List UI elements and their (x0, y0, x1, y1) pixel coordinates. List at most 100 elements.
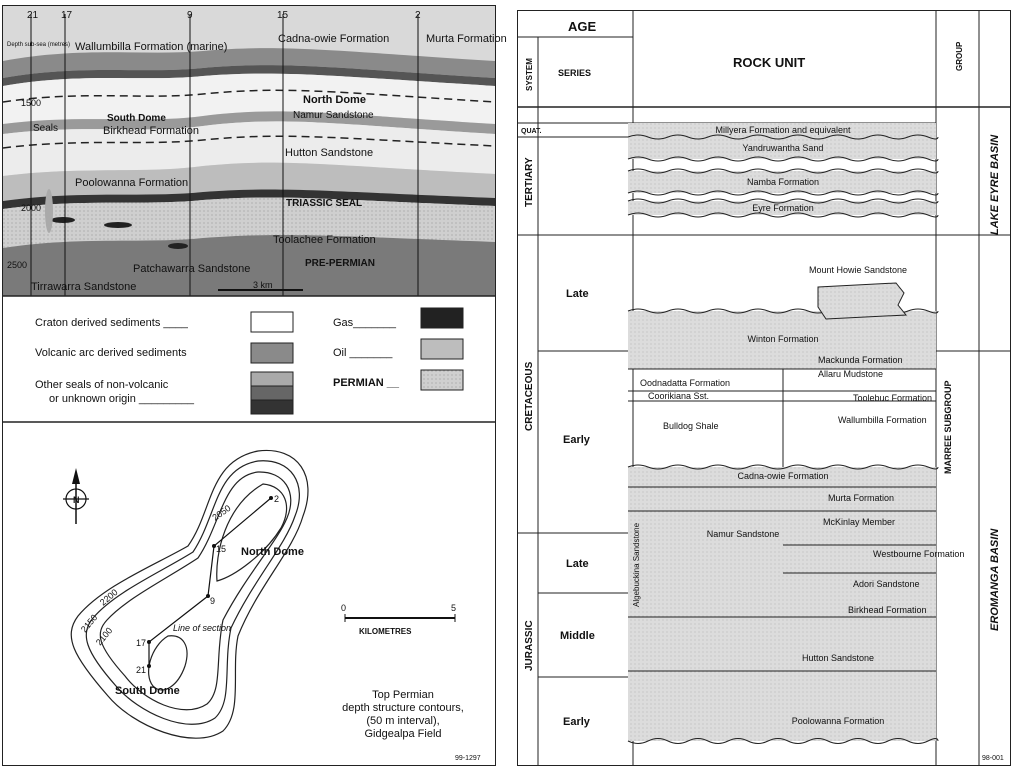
triassic-seal-label: TRIASSIC SEAL (286, 198, 362, 209)
map-caption: (50 m interval), (366, 715, 439, 727)
south-dome-label: South Dome (107, 113, 166, 124)
cross-section: 21 17 9 15 2 Depth sub-sea (metres) 1500… (2, 6, 507, 296)
well-label: 15 (277, 10, 289, 21)
namba-fill (628, 171, 936, 193)
hutton-label: Hutton Sandstone (285, 147, 373, 159)
map-south-dome-label: South Dome (115, 685, 180, 697)
hutton-dash (2, 135, 496, 149)
mount-howie-body (817, 282, 908, 320)
map-well-label: 17 (136, 638, 146, 648)
legend-other-seals-label: Other seals of non-volcanic (35, 379, 169, 391)
eromanga-basin-label: EROMANGA BASIN (989, 528, 1001, 631)
westbourne-label: Westbourne Formation (873, 549, 964, 559)
series-header: SERIES (558, 68, 591, 78)
cretaceous-units: Mount Howie Sandstone Winton Formation M… (627, 265, 953, 535)
namba-label: Namba Formation (747, 177, 819, 187)
millyera-fill (628, 123, 936, 137)
eyre-fill (628, 201, 936, 215)
section-line (148, 497, 272, 666)
unconformity (627, 212, 939, 218)
cadna-owie-band (3, 65, 495, 86)
well-dot (147, 664, 151, 668)
line-of-section-label: Line of section (173, 623, 231, 633)
unconformity (627, 738, 939, 744)
poolowanna-label: Poolowanna Formation (75, 177, 188, 189)
well-dot (206, 594, 210, 598)
yandruwantha-fill (628, 137, 936, 159)
bulldog-label: Bulldog Shale (663, 421, 719, 431)
well-dot (212, 544, 216, 548)
north-dome-label: North Dome (303, 94, 366, 106)
winton-fill (628, 311, 936, 351)
map-well-label: 15 (216, 544, 226, 554)
well-label: 9 (187, 10, 193, 21)
structure-map: N 2 15 9 17 21 North Dome South Dome Lin… (63, 449, 481, 762)
birkhead-label: Birkhead Formation (848, 605, 927, 615)
unconformity (627, 464, 939, 470)
scale-zero: 0 (341, 603, 346, 613)
strat-svg: AGE SYSTEM SERIES ROCK UNIT GROUP QUAT. … (518, 11, 1010, 765)
millyera-label: Millyera Formation and equivalent (715, 125, 851, 135)
gas-lens (51, 217, 75, 223)
gidgealpa-svg: 21 17 9 15 2 Depth sub-sea (metres) 1500… (2, 6, 507, 762)
wallumbilla-label: Wallumbilla Formation (838, 415, 927, 425)
unconformity (627, 156, 939, 162)
contour-line (148, 635, 188, 691)
gas-lens (104, 222, 132, 228)
seals-label: Seals (33, 123, 58, 134)
legend-permian-swatch (420, 369, 464, 391)
series-early: Early (563, 716, 591, 728)
gidgealpa-figure: 21 17 9 15 2 Depth sub-sea (metres) 1500… (2, 5, 507, 766)
contour-line (85, 460, 300, 725)
map-well-label: 21 (136, 665, 146, 675)
triassic-seal-band (3, 189, 495, 209)
well-label: 17 (61, 10, 73, 21)
cadna-murta-fill (628, 467, 936, 535)
series-middle: Middle (560, 630, 595, 642)
wallumbilla-band (3, 48, 495, 78)
cadna-owie-label: Cadna-owie Formation (737, 471, 828, 481)
contour-label: 2200 (98, 587, 120, 608)
namur-band (3, 73, 495, 124)
system-cretaceous: CRETACEOUS (524, 361, 535, 431)
map-well-label: 9 (210, 596, 215, 606)
depth-tick: 2000 (21, 203, 41, 213)
legend-craton-swatch (250, 311, 294, 333)
contour-line (216, 483, 288, 582)
legend-volcanic-swatch (250, 342, 294, 364)
unconformity (627, 190, 939, 196)
hutton-label: Hutton Sandstone (802, 653, 874, 663)
map-well-label: 2 (274, 494, 279, 504)
murta-label: Murta Formation (426, 33, 507, 45)
legend-oil-label: Oil _______ (333, 347, 393, 359)
cadna-owie-label: Cadna-owie Formation (278, 33, 389, 45)
gas-lens (168, 243, 188, 249)
contour-line (70, 449, 309, 739)
birkhead-label: Birkhead Formation (103, 125, 199, 137)
pre-permian-label: PRE-PERMIAN (305, 258, 375, 269)
section-scale-label: 3 km (253, 280, 273, 290)
series-late: Late (566, 288, 589, 300)
toolebuc-label: Toolebuc Formation (853, 393, 932, 403)
legend-permian-label: PERMIAN __ (333, 377, 400, 389)
depth-tick: 1500 (21, 98, 41, 108)
allaru-label: Allaru Mudstone (818, 369, 883, 379)
birkhead-band (3, 111, 495, 134)
mackunda-fill (628, 351, 936, 369)
north-arrow-letter: N (73, 495, 80, 505)
figure-id: 99-1297 (455, 755, 481, 762)
legend-gas-label: Gas_______ (333, 317, 397, 329)
oodnadatta-label: Oodnadatta Formation (640, 378, 730, 388)
tirrawarra-label: Tirrawarra Sandstone (31, 281, 136, 293)
coorikiana-label: Coorikiana Sst. (648, 391, 709, 401)
system-quat: QUAT. (521, 128, 542, 135)
hutton-band (3, 121, 495, 176)
mckinlay-label: McKinlay Member (823, 517, 895, 527)
winton-label: Winton Formation (747, 334, 818, 344)
legend-oil-swatch (420, 338, 464, 360)
poolowanna-label: Poolowanna Formation (792, 716, 885, 726)
marree-subgroup-label: MARREE SUBGROUP (943, 380, 953, 474)
adori-label: Adori Sandstone (853, 579, 920, 589)
series-early: Early (563, 434, 591, 446)
well-label: 21 (27, 10, 39, 21)
